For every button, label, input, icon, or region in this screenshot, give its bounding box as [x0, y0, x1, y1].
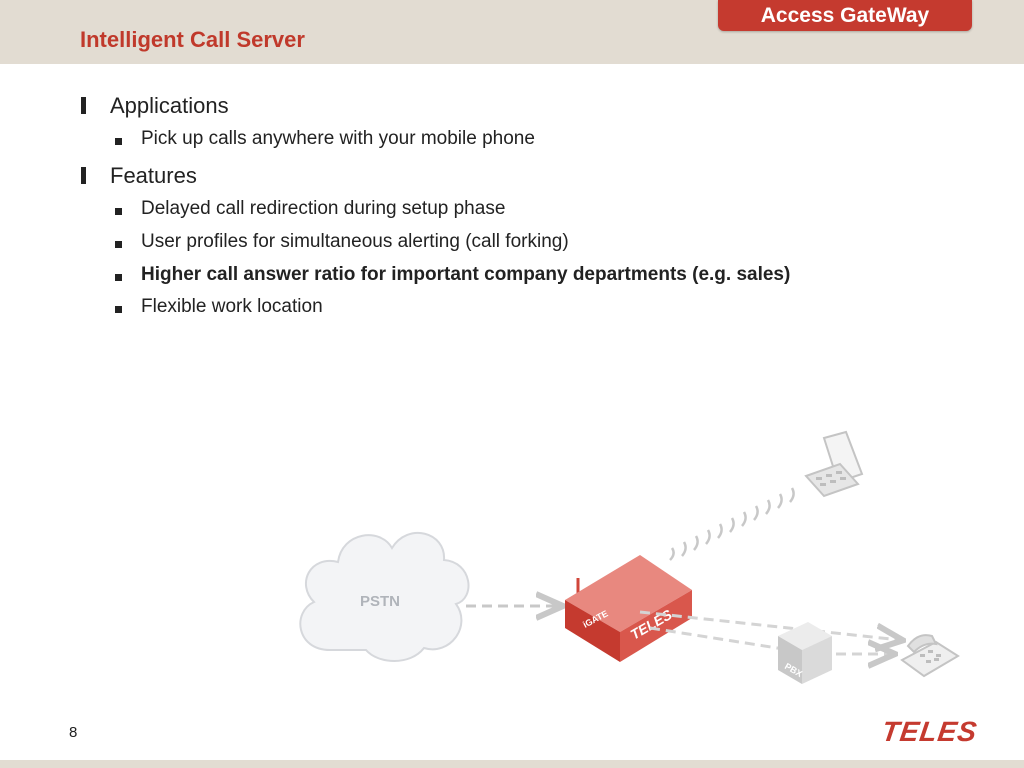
brand-tab: Access GateWay	[718, 0, 972, 31]
bullet-marker	[115, 306, 122, 313]
bullet-marker	[115, 138, 122, 145]
arrow-gateway-to-desk-phone	[639, 610, 900, 640]
bullet-marker	[115, 208, 122, 215]
list-item: Pick up calls anywhere with your mobile …	[141, 128, 535, 149]
pbx-device-icon: PBX	[778, 622, 832, 684]
wireless-signal-icon	[669, 487, 795, 561]
list-item: User profiles for simultaneous alerting …	[141, 231, 569, 252]
pstn-cloud-icon: PSTN	[299, 531, 470, 662]
footer-bar	[0, 760, 1024, 768]
slide-header: Intelligent Call Server Access GateWay	[0, 0, 1024, 64]
bullet-marker	[115, 241, 122, 248]
teles-logo: TELES	[879, 716, 980, 747]
slide-title: Intelligent Call Server	[80, 27, 305, 52]
section-title-features: Features	[110, 163, 197, 188]
arrow-gateway-to-pbx	[649, 626, 791, 652]
mobile-phone-icon	[804, 430, 864, 498]
bullet-marker	[81, 167, 86, 184]
igate-device-icon: iGATE TELES	[565, 555, 692, 662]
list-item: Delayed call redirection during setup ph…	[141, 198, 506, 219]
bullet-marker	[81, 97, 86, 114]
bullet-marker	[115, 274, 122, 281]
desk-phone-icon	[900, 634, 960, 678]
list-item: Flexible work location	[141, 296, 323, 317]
pstn-label: PSTN	[360, 593, 400, 610]
page-number: 8	[69, 724, 78, 741]
section-title-applications: Applications	[110, 93, 229, 118]
list-item-highlighted: Higher call answer ratio for important c…	[141, 264, 791, 285]
